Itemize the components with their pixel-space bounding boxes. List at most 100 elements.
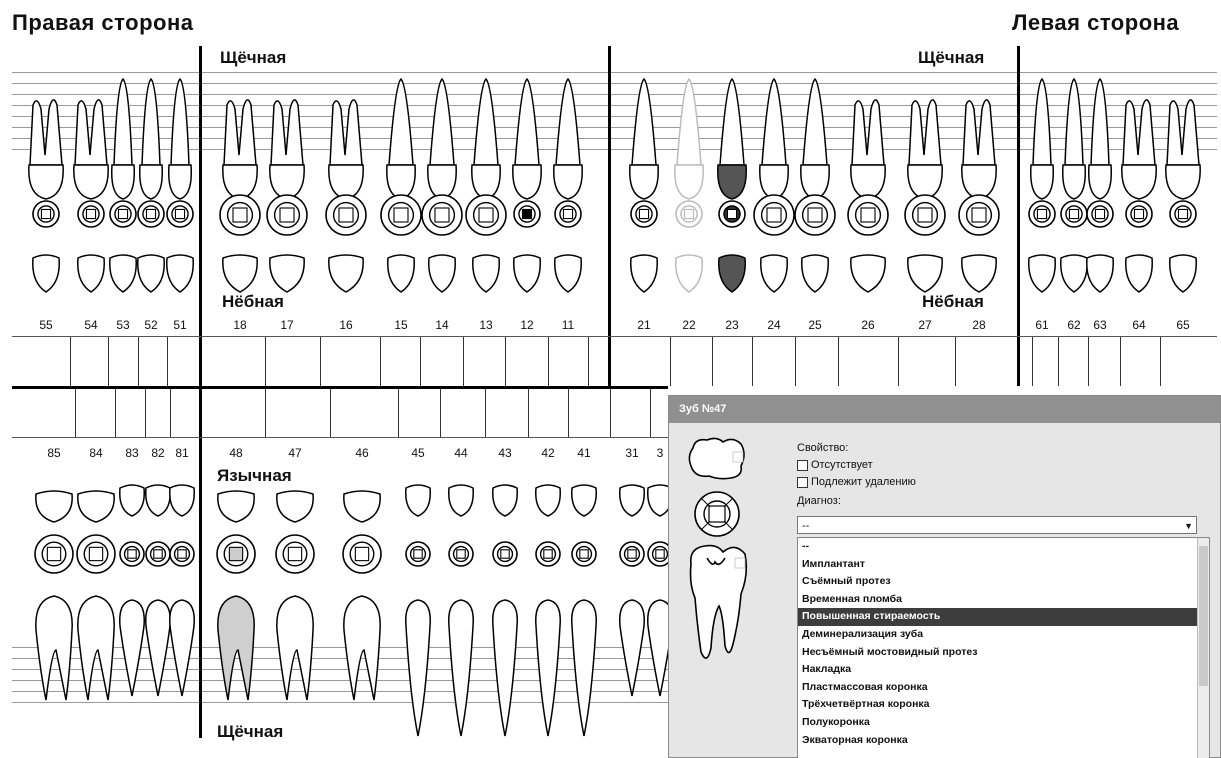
palatal-view-21[interactable] (629, 252, 659, 296)
palatal-view-64[interactable] (1124, 252, 1154, 296)
upper-tooth-64[interactable] (1120, 75, 1158, 201)
upper-tooth-53[interactable] (110, 75, 136, 201)
lower-tooth-43[interactable] (491, 596, 519, 740)
occlusal-view-22[interactable] (674, 199, 704, 229)
upper-tooth-22[interactable] (673, 75, 705, 201)
palatal-view-11[interactable] (553, 252, 583, 296)
palatal-view-22[interactable] (674, 252, 704, 296)
upper-tooth-18[interactable] (221, 75, 259, 201)
diagnosis-select[interactable]: -- ▼ (797, 516, 1197, 534)
lower-lingual-84[interactable] (76, 490, 116, 524)
diagnosis-option[interactable]: Съёмный протез (798, 573, 1209, 591)
occlusal-view-64[interactable] (1124, 199, 1154, 229)
missing-checkbox-row[interactable]: Отсутствует (797, 459, 873, 471)
lower-lingual-41[interactable] (570, 484, 598, 518)
lower-occlusal-81[interactable] (168, 540, 196, 568)
upper-tooth-17[interactable] (268, 75, 306, 201)
palatal-view-54[interactable] (76, 252, 106, 296)
options-scrollbar-thumb[interactable] (1199, 546, 1208, 686)
palatal-view-18[interactable] (221, 252, 259, 296)
upper-tooth-65[interactable] (1164, 75, 1202, 201)
palatal-view-51[interactable] (165, 252, 195, 296)
palatal-view-52[interactable] (136, 252, 166, 296)
upper-tooth-12[interactable] (511, 75, 543, 201)
lower-tooth-41[interactable] (570, 596, 598, 740)
palatal-view-25[interactable] (800, 252, 830, 296)
diagnosis-option[interactable]: Несъёмный мостовидный протез (798, 644, 1209, 662)
diagnosis-option[interactable]: Имплантант (798, 556, 1209, 574)
lower-occlusal-41[interactable] (570, 540, 598, 568)
palatal-view-23[interactable] (717, 252, 747, 296)
options-scrollbar[interactable] (1197, 538, 1209, 758)
occlusal-view-61[interactable] (1027, 199, 1057, 229)
lower-occlusal-48[interactable] (215, 533, 257, 575)
occlusal-view-51[interactable] (165, 199, 195, 229)
lower-occlusal-42[interactable] (534, 540, 562, 568)
occlusal-view-16[interactable] (324, 193, 368, 237)
occlusal-view-25[interactable] (793, 193, 837, 237)
diagnosis-option[interactable]: Деминерализация зуба (798, 626, 1209, 644)
palatal-view-15[interactable] (386, 252, 416, 296)
occlusal-view-23[interactable] (717, 199, 747, 229)
upper-tooth-52[interactable] (138, 75, 164, 201)
lower-occlusal-83[interactable] (118, 540, 146, 568)
upper-tooth-26[interactable] (849, 75, 887, 201)
palatal-view-55[interactable] (31, 252, 61, 296)
occlusal-view-53[interactable] (108, 199, 138, 229)
occlusal-view-11[interactable] (553, 199, 583, 229)
upper-tooth-24[interactable] (758, 75, 790, 201)
upper-tooth-21[interactable] (628, 75, 660, 201)
upper-tooth-23[interactable] (716, 75, 748, 201)
chevron-down-icon[interactable]: ▼ (1184, 517, 1193, 535)
upper-tooth-54[interactable] (72, 75, 110, 201)
palatal-view-53[interactable] (108, 252, 138, 296)
upper-tooth-11[interactable] (552, 75, 584, 201)
palatal-view-12[interactable] (512, 252, 542, 296)
palatal-view-61[interactable] (1027, 252, 1057, 296)
occlusal-view-55[interactable] (31, 199, 61, 229)
lower-tooth-48[interactable] (216, 590, 256, 704)
palatal-view-17[interactable] (268, 252, 306, 296)
palatal-view-16[interactable] (327, 252, 365, 296)
diagnosis-option[interactable]: Экваторная коронка (798, 732, 1209, 750)
lower-occlusal-85[interactable] (33, 533, 75, 575)
occlusal-view-28[interactable] (957, 193, 1001, 237)
occlusal-view-52[interactable] (136, 199, 166, 229)
upper-tooth-16[interactable] (327, 75, 365, 201)
palatal-view-65[interactable] (1168, 252, 1198, 296)
lower-occlusal-43[interactable] (491, 540, 519, 568)
occlusal-view-14[interactable] (420, 193, 464, 237)
upper-tooth-14[interactable] (426, 75, 458, 201)
palatal-view-63[interactable] (1085, 252, 1115, 296)
upper-tooth-63[interactable] (1087, 75, 1113, 201)
occlusal-view-21[interactable] (629, 199, 659, 229)
upper-tooth-28[interactable] (960, 75, 998, 201)
extraction-checkbox[interactable] (797, 477, 808, 488)
lower-occlusal-84[interactable] (75, 533, 117, 575)
diagnosis-option[interactable]: Полукоронка (798, 714, 1209, 732)
diagnosis-option[interactable]: -- (798, 538, 1209, 556)
extraction-checkbox-row[interactable]: Подлежит удалению (797, 476, 916, 488)
diagnosis-option[interactable]: Пластмассовая коронка (798, 679, 1209, 697)
lower-tooth-84[interactable] (76, 590, 116, 704)
diagnosis-option[interactable]: Временная пломба (798, 591, 1209, 609)
palatal-view-13[interactable] (471, 252, 501, 296)
lower-tooth-45[interactable] (404, 596, 432, 740)
lower-lingual-47[interactable] (275, 490, 315, 524)
upper-tooth-13[interactable] (470, 75, 502, 201)
occlusal-view-17[interactable] (265, 193, 309, 237)
lower-tooth-47[interactable] (275, 590, 315, 704)
lower-occlusal-44[interactable] (447, 540, 475, 568)
lower-lingual-81[interactable] (168, 484, 196, 518)
upper-tooth-27[interactable] (906, 75, 944, 201)
lower-lingual-45[interactable] (404, 484, 432, 518)
lower-lingual-48[interactable] (216, 490, 256, 524)
lower-tooth-44[interactable] (447, 596, 475, 740)
lower-lingual-42[interactable] (534, 484, 562, 518)
occlusal-view-18[interactable] (218, 193, 262, 237)
lower-occlusal-31[interactable] (618, 540, 646, 568)
occlusal-view-13[interactable] (464, 193, 508, 237)
palatal-view-27[interactable] (906, 252, 944, 296)
lower-lingual-85[interactable] (34, 490, 74, 524)
upper-tooth-61[interactable] (1029, 75, 1055, 201)
